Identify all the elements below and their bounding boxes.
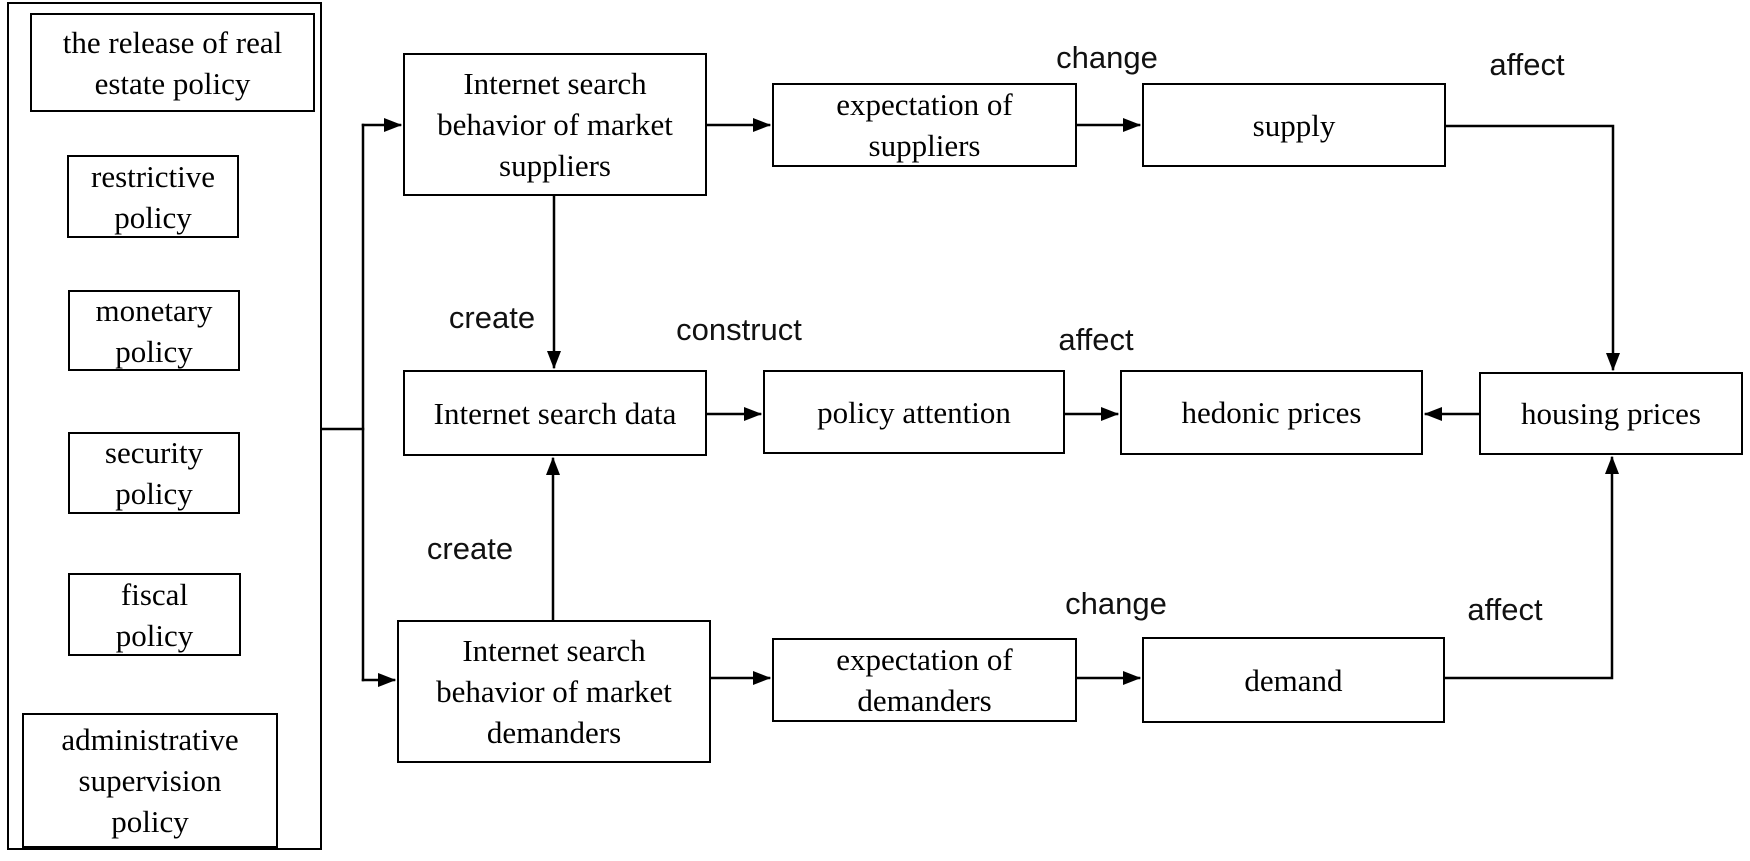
edge-label-affect-top: affect [1489,47,1565,82]
policy-panel [7,2,322,850]
node-housing-prices-label: housing prices [1521,396,1701,431]
node-administrative-policy-label: administrative supervision policy [61,722,239,839]
node-restrictive-policy-label: restrictive policy [91,158,215,235]
node-fiscal-policy-label: fiscal policy [115,576,194,653]
node-suppliers-behavior-label: Internet search behavior of market suppl… [437,66,673,183]
edge-label-construct: construct [676,312,802,347]
arrow-demand-to-housing-prices [1443,456,1619,680]
node-release-of-policy-label: the release of real estate policy [62,24,283,101]
node-expectation-demanders: expectation of demanders [772,638,1077,722]
node-demanders-behavior-label: Internet search behavior of market deman… [436,633,672,750]
node-policy-attention: policy attention [763,370,1065,454]
node-release-of-policy: the release of real estate policy [30,13,315,112]
node-security-policy: security policy [68,432,240,514]
node-demand-label: demand [1244,662,1343,698]
node-demanders-behavior: Internet search behavior of market deman… [397,620,711,763]
node-hedonic-prices-label: hedonic prices [1181,395,1362,430]
arrow-supply-to-housing-prices [1444,124,1620,371]
edge-label-create-bottom: create [426,531,514,566]
node-expectation-demanders-label: expectation of demanders [836,642,1013,718]
node-administrative-policy: administrative supervision policy [22,713,278,848]
node-monetary-policy-label: monetary policy [95,292,213,369]
node-search-data-label: Internet search data [433,395,677,431]
edge-label-change-top: change [1056,40,1158,75]
node-hedonic-prices: hedonic prices [1120,370,1423,455]
node-expectation-suppliers-label: expectation of suppliers [836,87,1013,163]
edge-label-affect-bottom: affect [1467,592,1543,627]
node-fiscal-policy: fiscal policy [68,573,241,656]
node-supply-label: supply [1252,107,1336,143]
node-search-data: Internet search data [403,370,707,456]
edge-label-create-top: create [448,300,536,335]
node-policy-attention-label: policy attention [817,394,1011,430]
node-restrictive-policy: restrictive policy [67,155,239,238]
node-supply: supply [1142,83,1446,167]
edge-label-change-bottom: change [1065,586,1167,621]
edge-label-affect-middle: affect [1058,322,1134,357]
node-expectation-suppliers: expectation of suppliers [772,83,1077,167]
node-suppliers-behavior: Internet search behavior of market suppl… [403,53,707,196]
node-housing-prices: housing prices [1479,372,1743,455]
node-demand: demand [1142,637,1445,723]
node-security-policy-label: security policy [104,435,204,511]
node-monetary-policy: monetary policy [68,290,240,371]
